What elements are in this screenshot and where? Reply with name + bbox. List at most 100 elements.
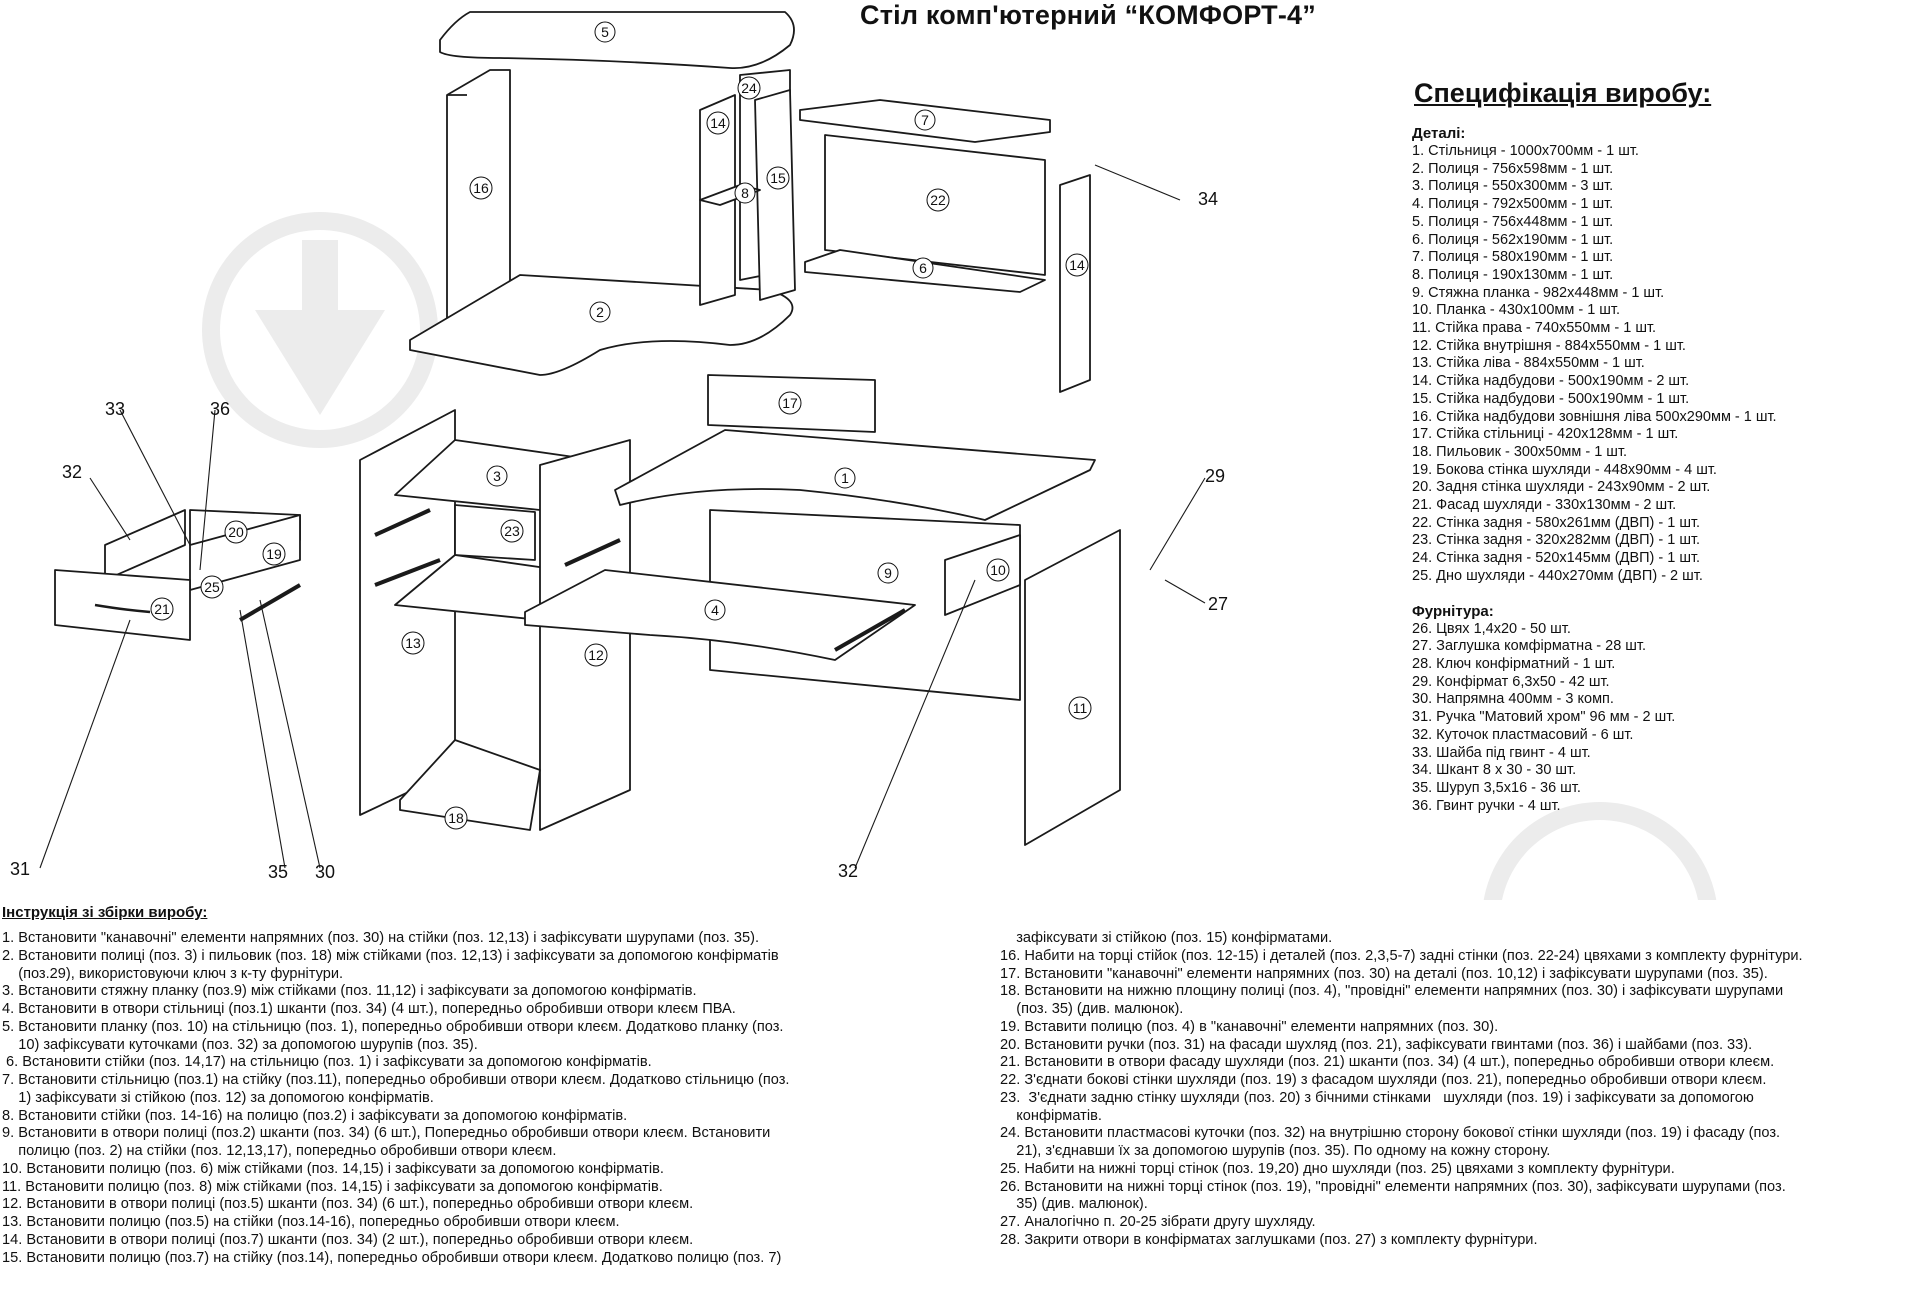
detail-item: 9. Стяжна планка - 982х448мм - 1 шт. — [1412, 284, 1665, 301]
instruction-line: 8. Встановити стійки (поз. 14-16) на пол… — [2, 1107, 628, 1124]
part-label: 18 — [444, 806, 468, 830]
detail-item: 20. Задня стінка шухляди - 243х90мм - 2 … — [1412, 479, 1711, 496]
part-15-upright — [754, 89, 796, 301]
instruction-line: полицю (поз. 2) на стійки (поз. 12,13,17… — [2, 1143, 557, 1159]
part-label-text: 14 — [1069, 257, 1085, 273]
part-11-stand — [1024, 529, 1121, 846]
callout-label: 30 — [315, 862, 335, 882]
instruction-line: 7. Встановити стільницю (поз.1) на стійк… — [2, 1072, 790, 1088]
part-19-drawer-side-right — [189, 514, 301, 591]
part-14-upright-right — [1059, 174, 1091, 393]
instruction-line: 13. Встановити полицю (поз.5) на стійки … — [2, 1214, 620, 1230]
detail-item: 12. Стійка внутрішня - 884х550мм - 1 шт. — [1412, 337, 1686, 354]
part-label-text: 5 — [601, 24, 609, 40]
part-label-text: 11 — [1073, 700, 1088, 716]
part-label: 17 — [778, 391, 802, 415]
download-arrow-icon — [202, 212, 438, 448]
instruction-line: 2. Встановити полиці (поз. 3) і пильовик… — [2, 947, 779, 964]
detail-item: 8. Полиця - 190х130мм - 1 шт. — [1412, 266, 1614, 283]
part-5-shelf — [439, 11, 795, 70]
part-label-text: 4 — [711, 602, 719, 618]
part-label-text: 8 — [741, 185, 749, 201]
part-30-rail — [238, 508, 906, 652]
detail-item: 3. Полиця - 550х300мм - 3 шт. — [1412, 178, 1614, 195]
part-label: 12 — [584, 643, 608, 667]
instruction-line: 18. Встановити на нижню площину полиці (… — [1000, 983, 1784, 1000]
part-label-text: 14 — [710, 115, 726, 131]
callout-label: 36 — [210, 399, 230, 419]
part-label-text: 23 — [504, 523, 520, 539]
detail-item: 1. Стільниця - 1000х700мм - 1 шт. — [1412, 143, 1639, 159]
fitting-item: 36. Гвинт ручки - 4 шт. — [1412, 797, 1561, 814]
part-label-text: 10 — [990, 562, 1006, 578]
details-list: 1. Стільниця - 1000х700мм - 1 шт.2. Поли… — [1412, 143, 1912, 586]
instruction-line: (поз.29), використовуючи ключ з к-ту фур… — [2, 965, 344, 982]
part-21-drawer-front — [54, 569, 191, 641]
instruction-line: 24. Встановити пластмасові куточки (поз.… — [1000, 1125, 1781, 1142]
instruction-line: 23. З'єднати задню стінку шухляди (поз. … — [1000, 1089, 1754, 1106]
callout-label: 32 — [62, 462, 82, 482]
part-label: 21 — [150, 597, 174, 621]
fitting-item: 31. Ручка "Матовий хром" 96 мм - 2 шт. — [1412, 709, 1676, 726]
part-label: 22 — [926, 188, 950, 212]
callout-labels: 33 36 32 29 27 34 31 35 30 32 — [10, 189, 1228, 882]
detail-item: 4. Полиця - 792х500мм - 1 шт. — [1412, 196, 1614, 213]
instruction-line: 11. Встановити полицю (поз. 8) між стійк… — [2, 1178, 663, 1195]
fitting-item: 28. Ключ конфірматний - 1 шт. — [1412, 655, 1616, 672]
part-label: 20 — [224, 520, 248, 544]
fitting-item: 32. Куточок пластмасовий - 6 шт. — [1412, 726, 1634, 743]
fitting-item: 35. Шуруп 3,5х16 - 36 шт. — [1412, 779, 1581, 796]
instruction-line: 1. Встановити "канавочні" елементи напря… — [2, 930, 760, 946]
instruction-line: 5. Встановити планку (поз. 10) на стільн… — [2, 1018, 784, 1035]
detail-item: 5. Полиця - 756х448мм - 1 шт. — [1412, 213, 1614, 230]
part-label-text: 9 — [884, 565, 892, 581]
instruction-line: 27. Аналогічно п. 20-25 зібрати другу шу… — [1000, 1214, 1316, 1230]
instruction-line: 25. Набити на нижні торці стінок (поз. 1… — [1000, 1160, 1675, 1177]
detail-item: 25. Дно шухляди - 440х270мм (ДВП) - 2 шт… — [1412, 567, 1703, 584]
specification-title: Специфікація виробу: — [1414, 78, 1712, 108]
instruction-line: конфірматів. — [1000, 1107, 1102, 1124]
part-19-drawer-side — [104, 509, 186, 581]
part-label: 7 — [914, 109, 936, 131]
part-23-back-panel — [454, 504, 536, 561]
instruction-line: 19. Вставити полицю (поз. 4) в "канавочн… — [1000, 1018, 1499, 1035]
callout-label: 27 — [1208, 594, 1228, 614]
instruction-line: 3. Встановити стяжну планку (поз.9) між … — [2, 983, 697, 1000]
detail-item: 24. Стінка задня - 520х145мм (ДВП) - 1 ш… — [1412, 550, 1701, 567]
detail-item: 11. Стійка права - 740х550мм - 1 шт. — [1412, 320, 1657, 337]
part-label: 5 — [594, 21, 616, 43]
callout-label: 31 — [10, 859, 30, 879]
part-label: 6 — [912, 257, 934, 279]
instruction-line: 16. Набити на торці стійок (поз. 12-15) … — [1000, 947, 1803, 964]
part-label: 25 — [200, 575, 224, 599]
instruction-line: 28. Закрити отвори в конфірматах заглушк… — [1000, 1231, 1538, 1248]
instruction-line: 20. Встановити ручки (поз. 31) на фасади… — [1000, 1036, 1753, 1053]
fitting-item: 30. Напрямна 400мм - 3 комп. — [1412, 691, 1614, 708]
fitting-item: 29. Конфірмат 6,3х50 - 42 шт. — [1412, 673, 1610, 690]
part-label-text: 22 — [930, 192, 946, 208]
fitting-item: 33. Шайба під гвинт - 4 шт. — [1412, 744, 1591, 761]
instruction-line: 12. Встановити в отвори полиці (поз.5) ш… — [2, 1196, 694, 1213]
instruction-line: 10. Встановити полицю (поз. 6) між стійк… — [2, 1160, 664, 1177]
instructions-heading: Інструкція зі збірки виробу: — [2, 904, 208, 921]
part-label: 19 — [262, 542, 286, 566]
part-label: 13 — [401, 631, 425, 655]
fitting-item: 27. Заглушка комфірматна - 28 шт. — [1412, 638, 1646, 655]
instruction-line: 4. Встановити в отвори стільниці (поз.1)… — [2, 1001, 736, 1017]
part-labels: 1 2 3 4 5 6 7 8 9 10 11 12 13 14 14 15 1… — [150, 21, 1092, 830]
instruction-line: 14. Встановити в отвори полиці (поз.7) ш… — [2, 1231, 694, 1248]
part-label-text: 15 — [770, 170, 786, 186]
part-label-text: 25 — [204, 579, 220, 595]
assembly-diagram: 1 2 3 4 5 6 7 8 9 10 11 12 13 14 14 15 1… — [10, 11, 1717, 900]
instruction-line: 1) зафіксувати зі стійкою (поз. 12) за д… — [2, 1089, 434, 1106]
instruction-line: 21. Встановити в отвори фасаду шухляди (… — [1000, 1054, 1775, 1071]
detail-item: 15. Стійка надбудови - 500х190мм - 1 шт. — [1412, 390, 1690, 407]
detail-item: 7. Полиця - 580х190мм - 1 шт. — [1412, 249, 1614, 266]
instruction-line: 9. Встановити в отвори полиці (поз.2) шк… — [2, 1125, 771, 1142]
instruction-line: 10) зафіксувати куточками (поз. 32) за д… — [2, 1036, 478, 1053]
callout-label: 33 — [105, 399, 125, 419]
detail-item: 19. Бокова стінка шухляди - 448х90мм - 4… — [1412, 461, 1717, 478]
part-label: 15 — [766, 166, 790, 190]
instruction-line: 35) (див. малюнок). — [1000, 1196, 1148, 1213]
part-label-text: 3 — [493, 468, 501, 484]
